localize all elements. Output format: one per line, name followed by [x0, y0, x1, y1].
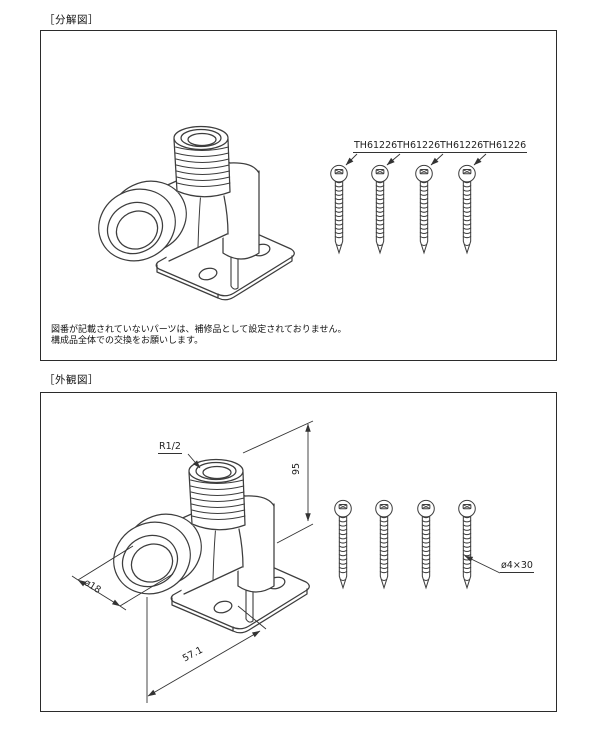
- outline-view-title: ［外観図］: [44, 374, 99, 386]
- screw-icon: [371, 164, 389, 254]
- dimension-lines: [71, 420, 501, 703]
- screw-part-number: TH61226: [396, 140, 442, 153]
- note-line-1: 図番が記載されていないパーツは、補修品として設定されておりません。: [51, 325, 347, 335]
- exploded-view-drawing: [91, 125, 487, 301]
- screw-icon: [330, 164, 348, 254]
- screw-icon: [334, 499, 352, 589]
- screw-part-number: TH61226: [353, 140, 399, 153]
- screw-icon: [417, 499, 435, 589]
- width-dimension-line: [147, 630, 261, 697]
- socket-extension-lines: [77, 545, 174, 607]
- thread-size-label: R1/2: [158, 441, 182, 454]
- screw-spec-label: ø4×30: [500, 560, 534, 573]
- height-extension-bottom: [276, 523, 314, 544]
- screw-spec-leader: [464, 555, 501, 574]
- repair-parts-note: 図番が記載されていないパーツは、補修品として設定されておりません。 構成品全体で…: [51, 325, 346, 347]
- screw-icon: [458, 499, 476, 589]
- width-extension-right: [237, 605, 267, 630]
- outline-view-drawing: [71, 420, 501, 703]
- note-line-2: 構成品全体での交換をお願いします。: [51, 336, 204, 346]
- height-extension-top: [242, 420, 314, 454]
- part-label-leader-arrows: [345, 153, 487, 166]
- screw-part-number: TH61226: [482, 140, 528, 153]
- exploded-view-box: TH61226 TH61226 TH61226 TH61226 図番が記載されて…: [40, 30, 557, 361]
- exploded-view-title: ［分解図］: [44, 14, 99, 26]
- socket-dim-overshoot: [71, 575, 127, 611]
- socket-dimension-line: [77, 579, 121, 607]
- screw-part-number: TH61226: [439, 140, 485, 153]
- height-dimension-label: 95: [291, 462, 302, 476]
- screw-icon: [458, 164, 476, 254]
- fitting-isometric-drawing: [91, 125, 295, 301]
- outline-view-box: R1/2 95 ø18 57.1 ø4×30: [40, 392, 557, 712]
- thread-size-leader: [187, 453, 201, 469]
- screw-icon: [375, 499, 393, 589]
- screw-icon: [415, 164, 433, 254]
